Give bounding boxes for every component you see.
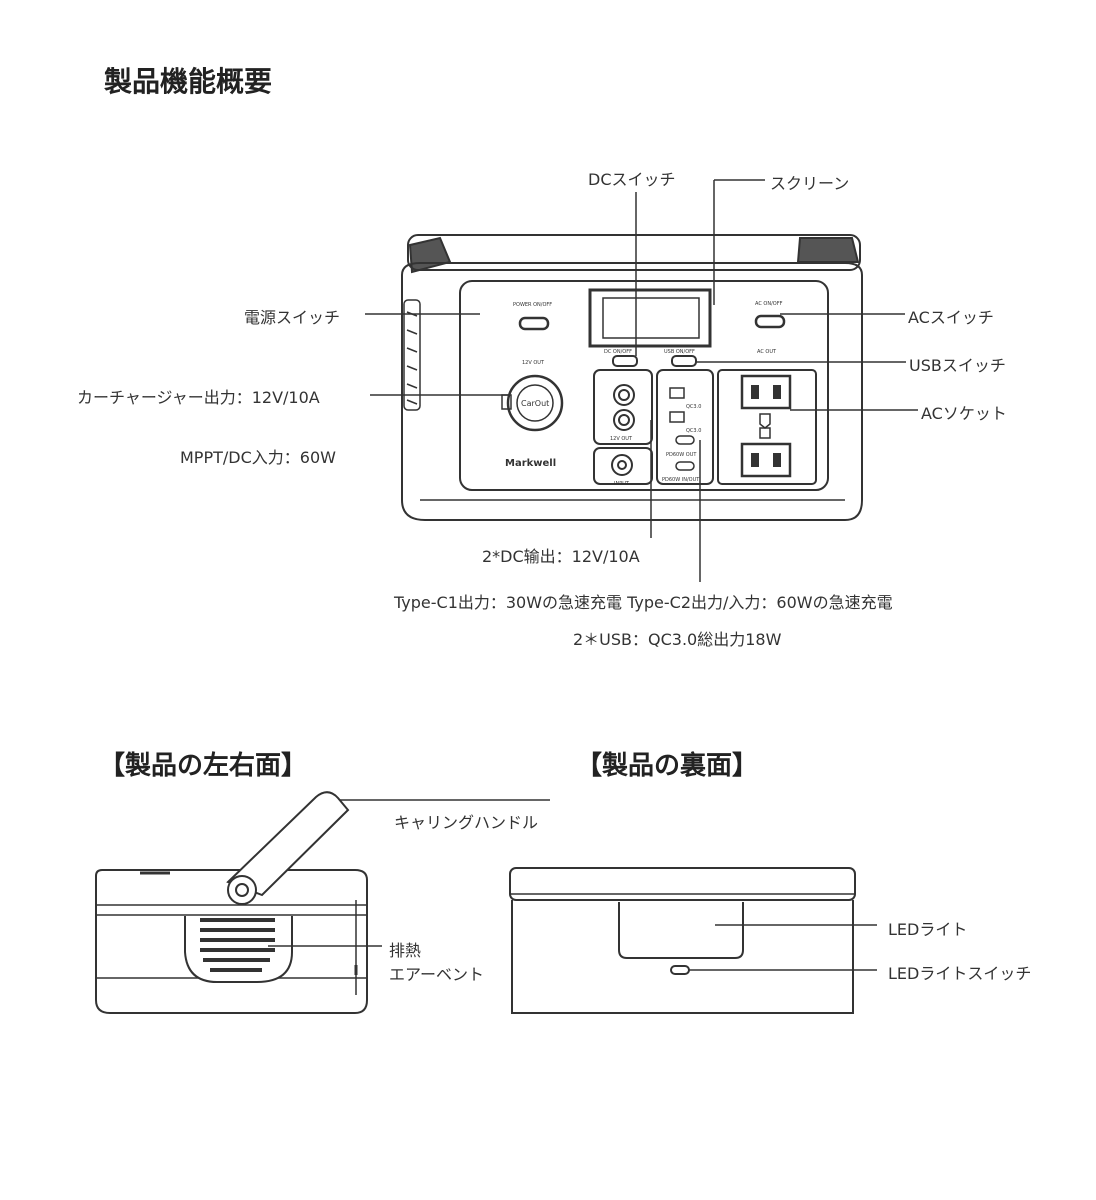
back-view bbox=[509, 867, 856, 1014]
ac-socket-label: ACソケット bbox=[921, 404, 1007, 423]
usb-onoff-text: USB ON/OFF bbox=[664, 349, 695, 355]
back-section-title: 【製品の裏面】 bbox=[576, 751, 759, 781]
front-view bbox=[401, 234, 863, 521]
page-title: 製品機能概要 bbox=[104, 65, 273, 98]
ac-onoff-text: AC ON/OFF bbox=[755, 301, 783, 307]
front-leader-lines bbox=[365, 179, 918, 582]
qc30-b-text: QC3.0 bbox=[686, 428, 701, 434]
vent-label-line2: エアーベント bbox=[389, 965, 485, 984]
dc-onoff-text: DC ON/OFF bbox=[604, 349, 632, 355]
ac-switch-label: ACスイッチ bbox=[908, 308, 994, 327]
led-switch-label: LEDライトスイッチ bbox=[888, 964, 1032, 983]
car-charger-label: カーチャージャー出力：12V/10A bbox=[77, 388, 320, 407]
carout-text: CarOut bbox=[521, 399, 549, 408]
input-text: INPUT bbox=[614, 481, 630, 487]
side-view bbox=[95, 791, 368, 1014]
dc-switch-label: DCスイッチ bbox=[588, 170, 676, 189]
out-12v-text: 12V OUT bbox=[610, 436, 633, 442]
power-switch-label: 電源スイッチ bbox=[244, 308, 341, 327]
brand-text: Markwell bbox=[505, 458, 556, 469]
led-light-label: LEDライト bbox=[888, 920, 968, 939]
pd-out-text: PD60W OUT bbox=[666, 452, 697, 458]
usb-label: 2＊USB：QC3.0総出力18W bbox=[573, 630, 782, 649]
usb-switch-label: USBスイッチ bbox=[909, 356, 1006, 375]
vent-label-line1: 排熱 bbox=[389, 941, 422, 960]
power-onoff-text: POWER ON/OFF bbox=[513, 302, 552, 308]
bottom-leader-lines bbox=[268, 799, 877, 971]
type-c-label: Type-C1出力：30Wの急速充電 Type-C2出力/入力：60Wの急速充電 bbox=[394, 593, 893, 612]
out-12v-top-text: 12V OUT bbox=[522, 360, 545, 366]
mppt-input-label: MPPT/DC入力：60W bbox=[180, 448, 336, 467]
screen-label: スクリーン bbox=[770, 174, 850, 193]
pd-inout-text: PD60W IN/OUT bbox=[662, 477, 700, 483]
ac-out-text: AC OUT bbox=[757, 349, 777, 355]
dc-output-label: 2*DC输出：12V/10A bbox=[482, 547, 640, 566]
qc30-a-text: QC3.0 bbox=[686, 404, 701, 410]
handle-label: キャリングハンドル bbox=[394, 813, 539, 832]
side-section-title: 【製品の左右面】 bbox=[99, 751, 308, 781]
